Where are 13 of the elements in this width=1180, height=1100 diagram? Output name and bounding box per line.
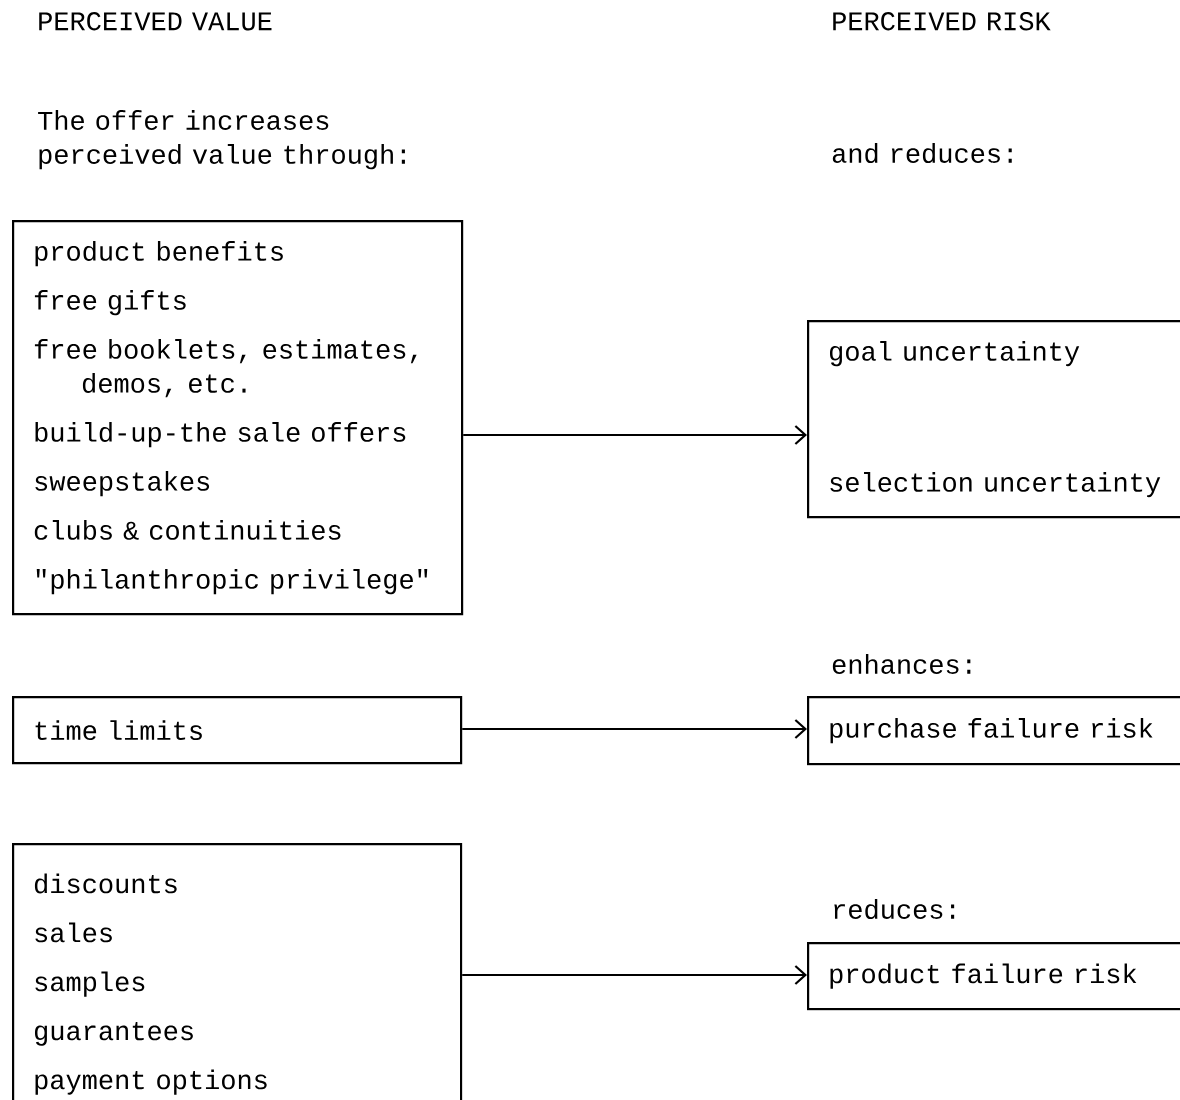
text-box: goal uncertainty selection uncertainty — [807, 320, 1180, 519]
arrow — [462, 719, 807, 739]
heading: PERCEIVED RISK — [833, 12, 1051, 31]
arrow — [463, 425, 807, 445]
caption-text: and reduces: — [832, 143, 1012, 163]
caption-text: The offer increases perceived value through: — [38, 110, 405, 170]
text-box: purchase failure risk — [807, 696, 1180, 766]
arrow — [462, 965, 807, 985]
text-box: product failure risk — [807, 942, 1180, 1011]
text-box: discounts sales samples guarantees payment options — [12, 843, 463, 1100]
text-box: time limits — [12, 696, 463, 765]
heading: PERCEIVED VALUE — [39, 12, 272, 31]
text-box: product benefits free gifts free booklets, estimates, demos, etc. build-up-the sale offers sweepstakes clubs & continuities "philanthropic privilege" — [12, 220, 464, 616]
